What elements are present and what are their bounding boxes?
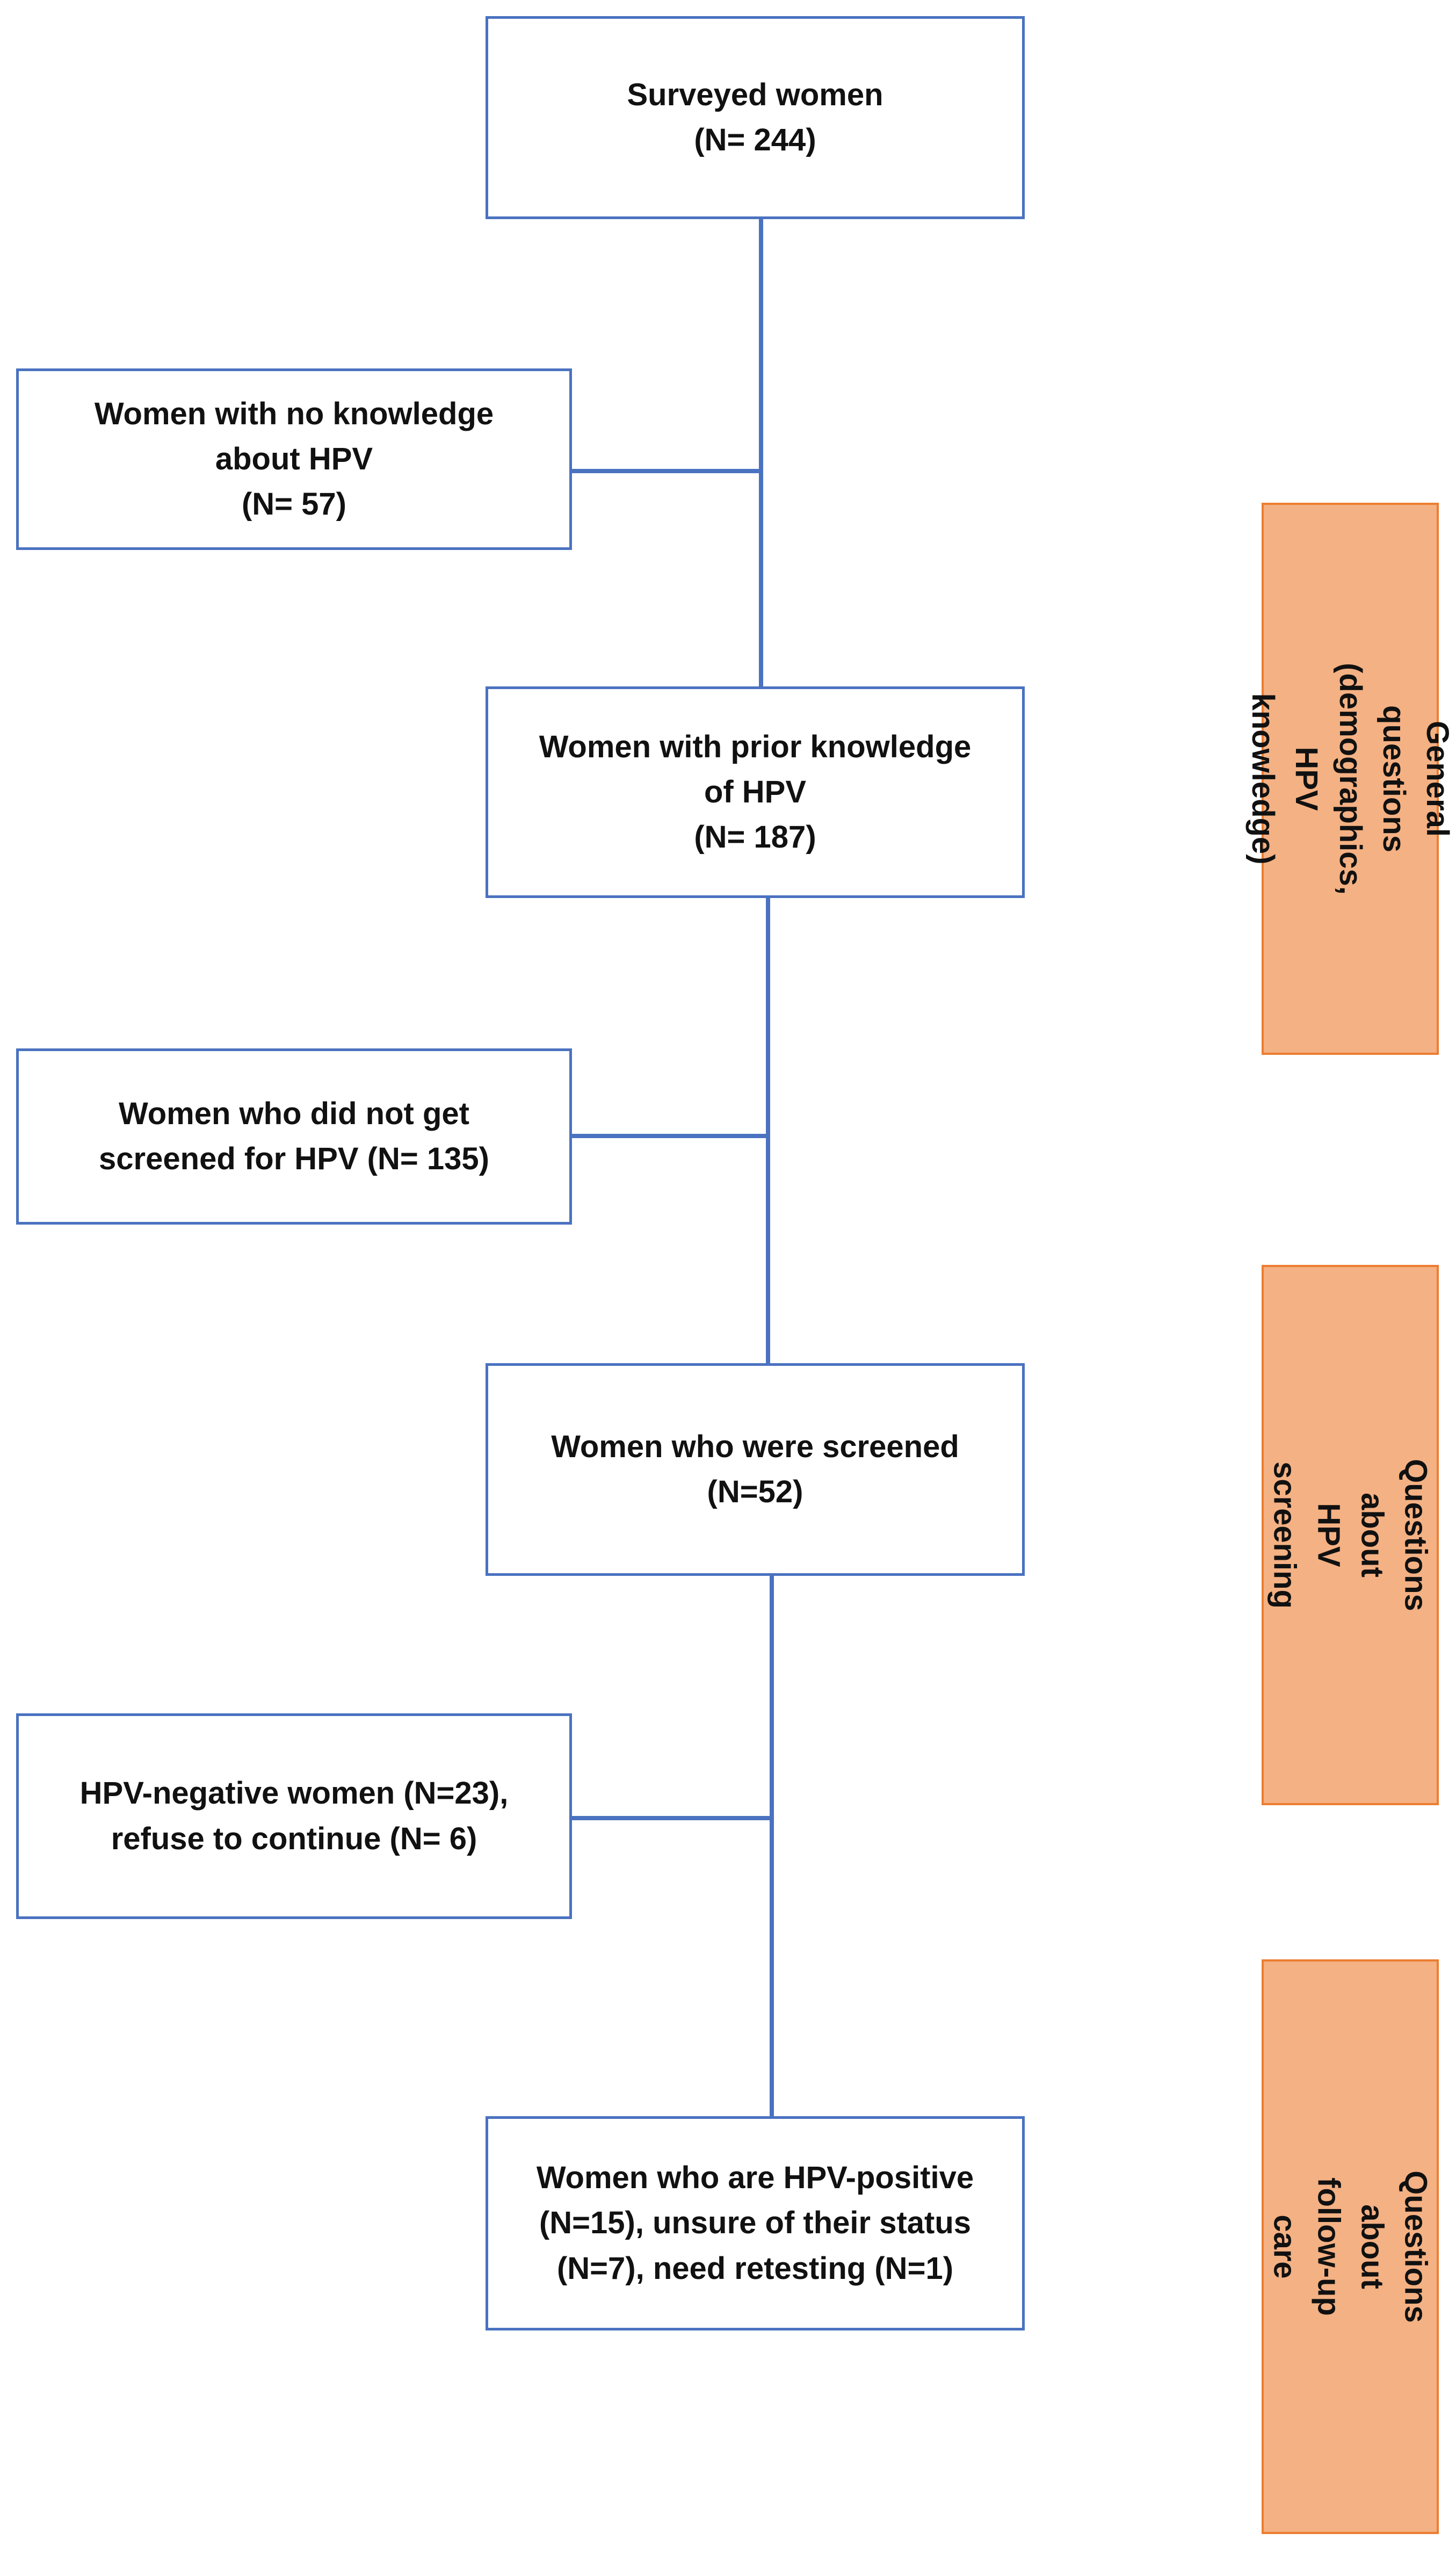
surveyed-women-text: Surveyed women (N= 244) (627, 77, 883, 157)
hpv-positive-box: Women who are HPV-positive (N=15), unsur… (486, 2116, 1025, 2330)
followup-questions-section: Questions about follow-up care (1262, 1959, 1439, 2534)
general-questions-section: General questions (demographics, HPV kno… (1245, 503, 1455, 1055)
general-questions-label: General questions (demographics, HPV kno… (1245, 663, 1455, 895)
no-knowledge-box: Women with no knowledge about HPV (N= 57… (16, 368, 572, 550)
screening-questions-label: Questions about HPV screening (1267, 1459, 1433, 1611)
screening-questions-section: Questions about HPV screening (1262, 1265, 1439, 1805)
prior-knowledge-text: Women with prior knowledge of HPV (N= 18… (539, 729, 972, 855)
no-knowledge-text: Women with no knowledge about HPV (N= 57… (94, 396, 494, 522)
screened-box: Women who were screened (N=52) (486, 1363, 1025, 1576)
prior-knowledge-box: Women with prior knowledge of HPV (N= 18… (486, 686, 1025, 898)
followup-questions-label: Questions about follow-up care (1267, 2170, 1433, 2323)
hpv-positive-text: Women who are HPV-positive (N=15), unsur… (536, 2160, 974, 2286)
hpv-negative-box: HPV-negative women (N=23), refuse to con… (16, 1713, 572, 1919)
not-screened-text: Women who did not get screened for HPV (… (99, 1096, 489, 1176)
hpv-negative-text: HPV-negative women (N=23), refuse to con… (79, 1776, 509, 1856)
not-screened-box: Women who did not get screened for HPV (… (16, 1048, 572, 1225)
surveyed-women-box: Surveyed women (N= 244) (486, 16, 1025, 219)
screened-text: Women who were screened (N=52) (551, 1429, 959, 1509)
